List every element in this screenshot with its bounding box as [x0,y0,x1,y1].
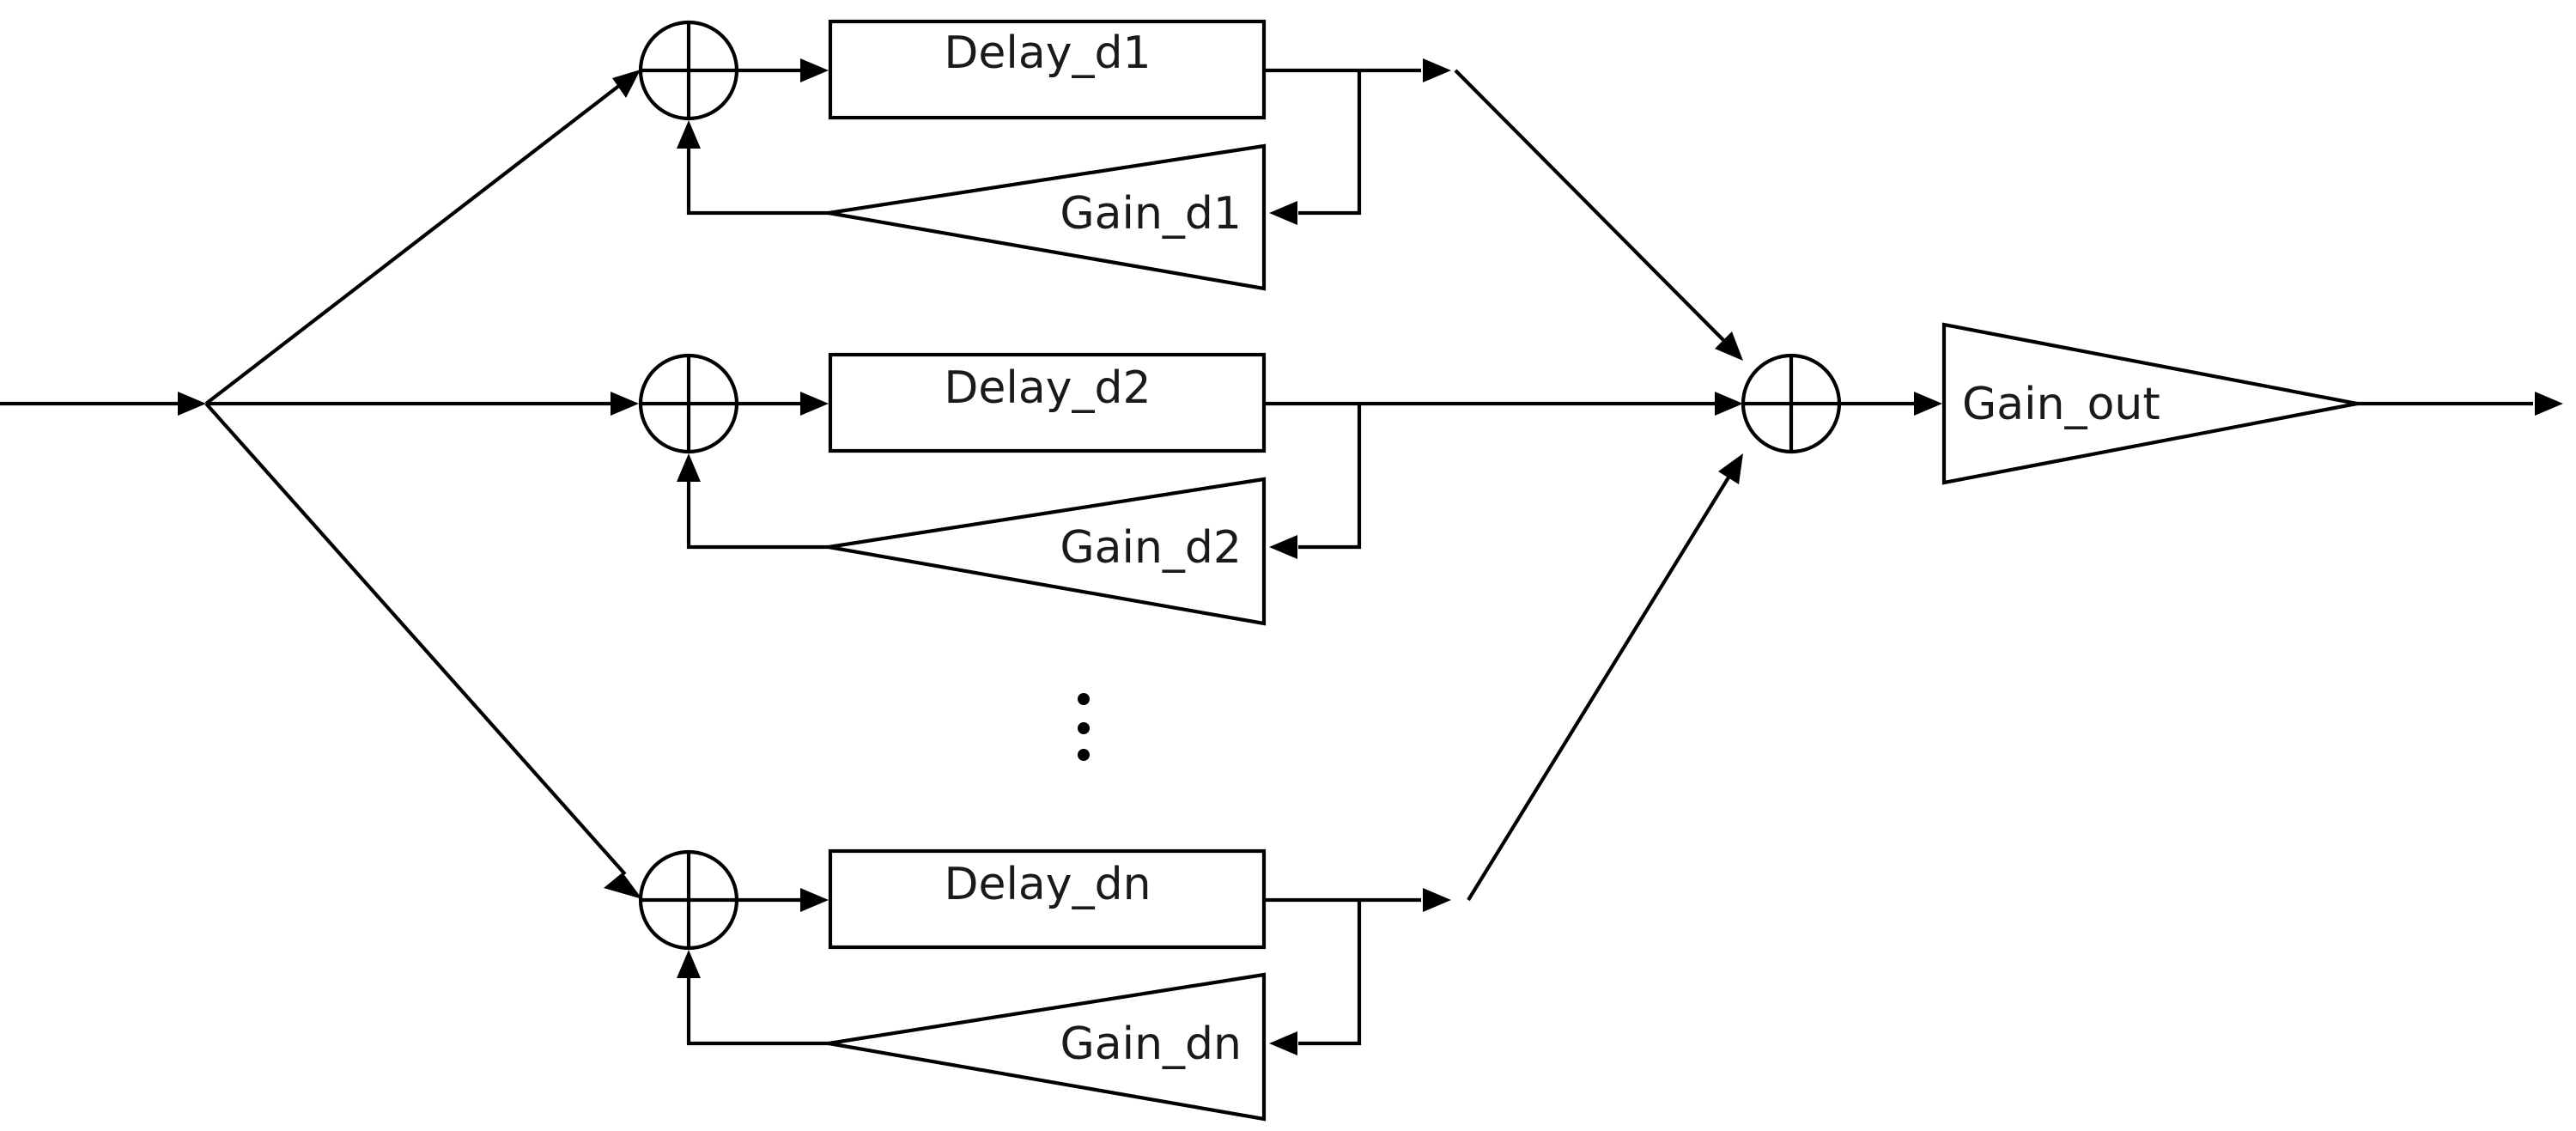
sum-input-arrow [612,70,641,98]
delay-block-dn [828,848,1267,950]
feedback-arrow-dn [1269,1031,1297,1055]
gain-label-dn: Gain_dn [1060,1019,1242,1070]
gain-return-arrow-dn [677,950,701,978]
gain-label-d1: Gain_d1 [1060,188,1242,240]
delay-block-d1 [828,19,1267,120]
ellipsis-dot [1078,693,1090,705]
split-wire-bottom [204,402,627,876]
delay-output-arrow [1715,392,1743,416]
merge-arrow-top [1715,331,1743,361]
branch-d1: Delay_d1 Gain_d1 [612,19,1451,291]
ellipsis-more-branches [1078,693,1090,761]
split-wire-top [204,83,622,405]
feedback-wire-dn [1298,900,1362,1046]
sum-to-delay-arrow [800,58,829,82]
delay-output-arrow [1423,888,1451,912]
gain-return-wire-d1 [686,148,829,216]
branch-dn: Delay_dn Gain_dn [604,848,1451,1122]
delay-label-d2: Delay_d2 [944,362,1151,414]
output-gain-block [1941,322,2358,485]
gain-label-d2: Gain_d2 [1060,522,1242,574]
sum-to-output-gain-arrow [1914,392,1942,416]
sum-input-arrow [611,392,639,416]
gain-block-dn [828,972,1267,1122]
input-arrow [178,392,206,416]
sum-to-delay-arrow [800,392,829,416]
output-summing-junction [1741,353,1842,454]
gain-return-arrow-d1 [677,120,701,149]
feedback-wire-d1 [1298,70,1362,216]
gain-return-wire-dn [686,977,829,1046]
sum-to-delay-arrow [800,888,829,912]
delay-label-dn: Delay_dn [944,859,1151,910]
feedback-wire-d2 [1298,404,1362,550]
gain-block-d1 [828,143,1267,291]
gain-return-wire-d2 [686,481,829,550]
merge-wire-top [1454,69,1725,342]
output-gain-label: Gain_out [1962,379,2160,430]
gain-block-d2 [828,477,1267,626]
ellipsis-dot [1078,749,1090,761]
feedback-arrow-d1 [1269,201,1297,225]
merge-arrow-bottom [1718,453,1743,484]
output-arrow [2535,392,2563,416]
sum-input-arrow [604,873,642,899]
gain-return-arrow-d2 [677,453,701,482]
branch-d2: Delay_d2 Gain_d2 [611,352,1743,626]
ellipsis-dot [1078,722,1090,734]
delay-output-arrow [1423,58,1451,82]
delay-label-d1: Delay_d1 [944,27,1151,79]
merge-wire-bottom [1467,476,1730,902]
feedback-arrow-d2 [1269,535,1297,559]
